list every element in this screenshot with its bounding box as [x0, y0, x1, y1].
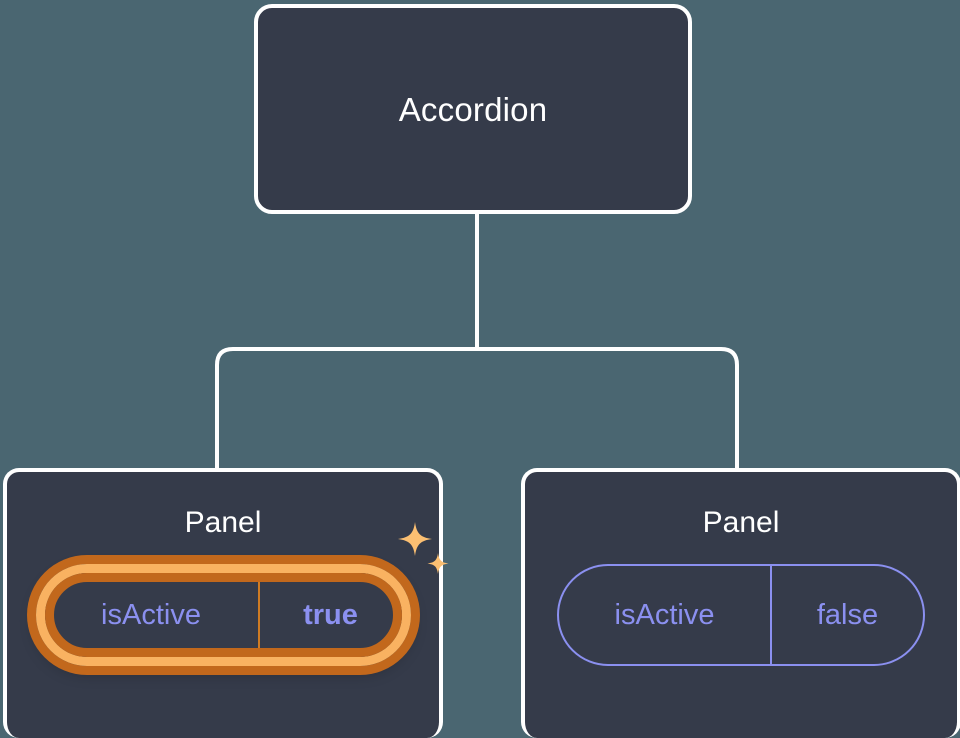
node-accordion-title: Accordion [398, 90, 548, 128]
prop-name-active: isActive [45, 573, 260, 657]
prop-pill-inactive-wrapper: isActive false [557, 564, 925, 666]
node-panel-inactive[interactable]: Panel isActive false [521, 468, 960, 738]
prop-pill-isactive-false[interactable]: isActive false [557, 564, 925, 666]
node-accordion[interactable]: Accordion [254, 4, 692, 214]
prop-name-inactive: isActive [559, 566, 772, 664]
node-panel-active-title: Panel [184, 506, 262, 539]
sparkle-small-icon [427, 553, 448, 574]
sparkle-large-icon [397, 522, 432, 556]
prop-pill-active-wrapper: isActive true [35, 522, 448, 666]
prop-pill-isactive-true[interactable]: isActive true [35, 564, 411, 666]
connector-branch-bus [215, 347, 739, 470]
prop-value-inactive: false [816, 598, 879, 631]
node-panel-active[interactable]: Panel isActive true [3, 468, 448, 738]
node-panel-inactive-title: Panel [702, 506, 780, 539]
prop-value-active: true [303, 598, 358, 631]
